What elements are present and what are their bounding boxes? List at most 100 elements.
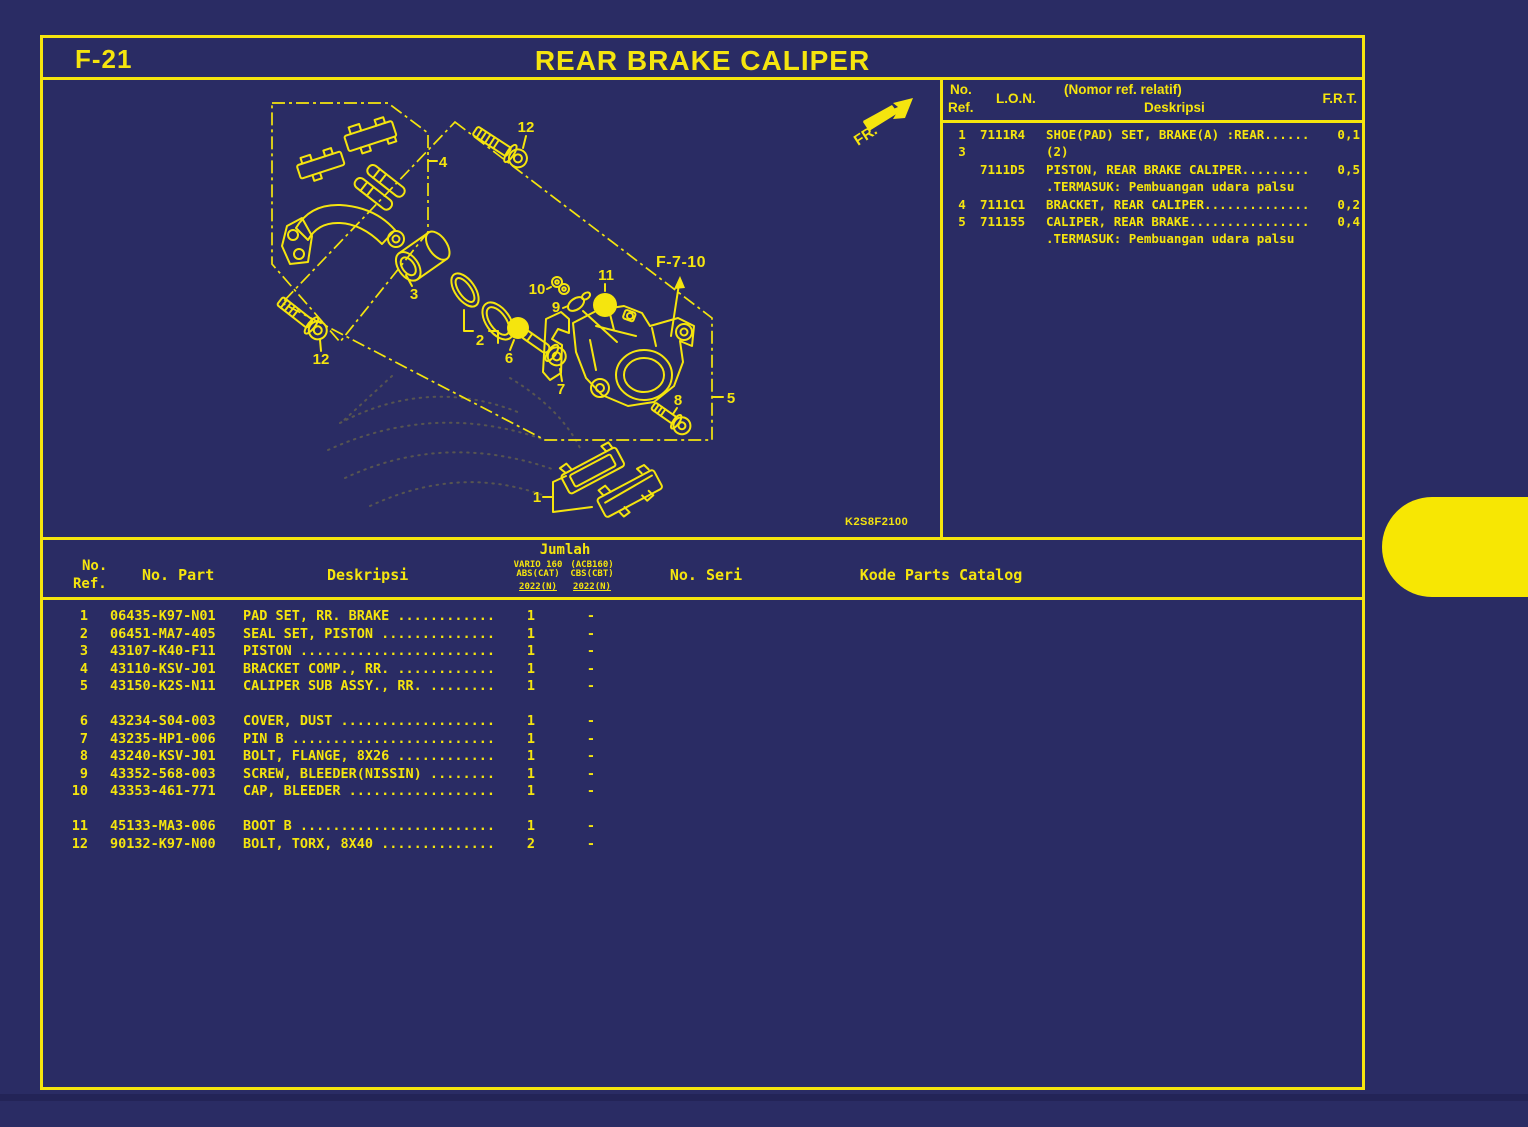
lon-row-frt: 0,5: [1337, 161, 1360, 177]
watermark-pattern: [327, 375, 581, 507]
pt-row-qty-abs: 1: [526, 678, 536, 695]
side-bookmark-tab[interactable]: [1382, 497, 1528, 597]
pt-row-ref: 7: [79, 730, 88, 747]
parts-table-row: 12 90132-K97-N00 BOLT, TORX, 8X40 ......…: [40, 836, 740, 854]
dust-cover: [507, 317, 529, 351]
pt-row-qty-abs: 1: [526, 643, 536, 660]
pt-row-qty-cbs: -: [586, 730, 596, 747]
fr-direction-arrow: FR.: [851, 98, 913, 149]
pt-header-variant2-type: CBS(CBT): [570, 569, 614, 579]
pt-row-part: 43150-K2S-N11: [110, 678, 216, 695]
pt-row-qty-abs: 1: [526, 608, 536, 624]
lon-table-row: 3 (2): [944, 143, 1360, 160]
lon-header-no: No.: [950, 82, 972, 97]
pt-row-part: 43234-S04-003: [110, 712, 216, 729]
callout-2: 2: [476, 332, 484, 349]
lon-row-ref: 3: [958, 144, 966, 160]
callout-10: 10: [529, 281, 546, 298]
piston-seal-set: [450, 272, 515, 344]
pt-row-qty-cbs: -: [586, 783, 596, 800]
parts-table-row: 8 43240-KSV-J01 BOLT, FLANGE, 8X26 .....…: [40, 748, 740, 766]
pt-row-desc: PISTON ........................: [243, 643, 495, 660]
lon-row-desc: .TERMASUK: Pembuangan udara palsu: [1046, 179, 1295, 195]
pt-row-ref: 11: [71, 817, 88, 834]
flange-bolt: [650, 402, 692, 436]
pt-row-desc: BOLT, FLANGE, 8X26 ............: [243, 748, 495, 765]
pin-b: [520, 329, 567, 382]
callout-12-top: 12: [518, 119, 535, 136]
pt-row-part: 45133-MA3-006: [110, 817, 216, 834]
bleeder-cap: [546, 276, 570, 295]
pt-row-qty-abs: 1: [526, 748, 536, 765]
parts-table-row: 3 43107-K40-F11 PISTON .................…: [40, 643, 740, 661]
lon-header-frt: F.R.T.: [1322, 91, 1357, 106]
lon-row-desc: BRACKET, REAR CALIPER..............: [1046, 196, 1310, 212]
pt-row-qty-abs: 2: [526, 835, 536, 852]
pt-header-seri: No. Seri: [669, 566, 743, 584]
caliper-body: [542, 305, 695, 407]
lon-row-lon: [980, 178, 1046, 195]
page-bottom-shadow: [0, 1094, 1528, 1101]
pt-row-desc: CAP, BLEEDER ..................: [243, 783, 495, 800]
pt-row-part: 06451-MA7-405: [110, 625, 216, 642]
drawing-code: K2S8F2100: [845, 516, 908, 528]
callout-3: 3: [410, 286, 418, 303]
lon-row-desc: PISTON, REAR BRAKE CALIPER.........: [1046, 161, 1310, 177]
pt-row-part: 43353-461-771: [110, 783, 216, 800]
lon-row-ref: 1: [958, 127, 966, 142]
pt-row-qty-cbs: -: [586, 625, 596, 642]
lon-row-frt: 0,1: [1337, 127, 1360, 142]
lon-row-lon: 7111C1: [980, 196, 1026, 212]
lon-table-header: No. Ref. L.O.N. (Nomor ref. relatif) Des…: [940, 77, 1365, 123]
lon-row-lon: [980, 143, 1046, 160]
pt-row-desc: PIN B .........................: [243, 730, 495, 747]
pt-row-desc: PAD SET, RR. BRAKE ............: [243, 608, 495, 624]
pt-row-ref: 4: [79, 660, 88, 677]
exploded-diagram: FR.: [271, 98, 913, 528]
bracket-assembly: [281, 116, 406, 265]
lon-row-frt: [1326, 230, 1360, 247]
lon-row-ref: [944, 230, 980, 247]
pt-row-qty-cbs: -: [586, 835, 596, 852]
pt-row-ref: 8: [79, 748, 88, 765]
callout-1: 1: [533, 489, 541, 506]
piston: [394, 230, 451, 287]
pt-header-desc: Deskripsi: [327, 566, 409, 584]
pad-retainer-clip-left: [296, 147, 346, 182]
pt-row-ref: 9: [79, 765, 88, 782]
callout-6: 6: [505, 350, 513, 367]
lon-row-ref: [944, 161, 980, 178]
lon-table-left-border: [940, 77, 943, 537]
parts-table-row: 6 43234-S04-003 COVER, DUST ............…: [40, 713, 740, 731]
pt-row-part: 43110-KSV-J01: [110, 660, 216, 677]
caliper-group-outline: [280, 120, 713, 441]
lon-header-note: (Nomor ref. relatif): [1064, 82, 1182, 97]
pt-row-qty-cbs: -: [586, 660, 596, 677]
pt-row-qty-cbs: -: [586, 765, 596, 782]
figure-ref-callout: F-7-10: [656, 254, 706, 337]
pt-row-qty-abs: 1: [526, 660, 536, 677]
pt-header-jumlah: Jumlah: [539, 542, 591, 558]
parts-table-row: 5 43150-K2S-N11 CALIPER SUB ASSY., RR. .…: [40, 678, 740, 696]
pt-row-desc: BOLT, TORX, 8X40 ..............: [243, 835, 495, 852]
brake-pad-set: [542, 441, 663, 518]
lon-table-row: 5 711155 CALIPER, REAR BRAKE............…: [944, 213, 1360, 230]
pt-header-ref: Ref.: [73, 576, 107, 592]
page-title: REAR BRAKE CALIPER: [534, 45, 871, 76]
pt-row-part: 43235-HP1-006: [110, 730, 216, 747]
lon-table-body: 1 7111R4 SHOE(PAD) SET, BRAKE(A) :REAR..…: [944, 126, 1360, 248]
pt-row-part: 06435-K97-N01: [110, 608, 216, 624]
pt-header-variant1-year: 2022(N): [519, 582, 557, 592]
bracket-arm: [295, 203, 396, 245]
callout-4: 4: [439, 154, 448, 171]
parts-table-row: 1 06435-K97-N01 PAD SET, RR. BRAKE .....…: [40, 608, 740, 626]
pt-row-qty-cbs: -: [586, 817, 596, 834]
lon-row-ref: 4: [958, 196, 966, 212]
lon-row-lon: 7111R4: [980, 127, 1026, 142]
lon-row-frt: 0,2: [1337, 196, 1360, 212]
lon-table-row: .TERMASUK: Pembuangan udara palsu: [944, 230, 1360, 247]
bolt-12-top: [472, 126, 528, 169]
lon-table-row: 1 7111R4 SHOE(PAD) SET, BRAKE(A) :REAR..…: [944, 126, 1360, 143]
lon-row-ref: [944, 178, 980, 195]
parts-table-row: 11 45133-MA3-006 BOOT B ................…: [40, 818, 740, 836]
